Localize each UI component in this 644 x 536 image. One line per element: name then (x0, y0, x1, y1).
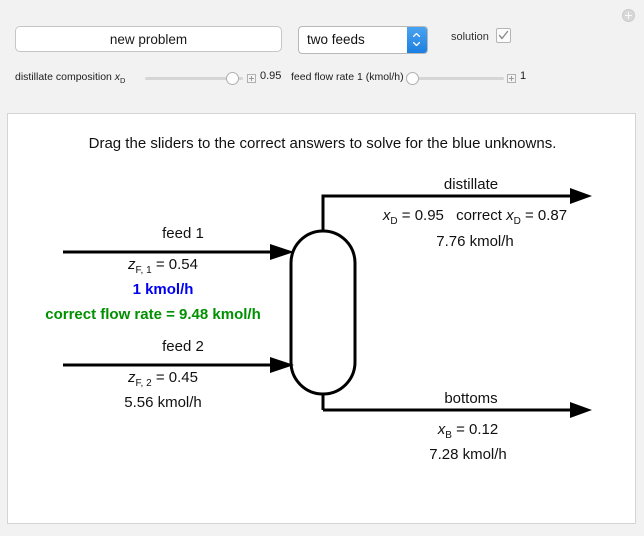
z-value: = 0.45 (151, 369, 198, 386)
diagram-svg (63, 188, 592, 418)
slider-distillate-composition[interactable]: distillate composition xD 0.95 (15, 70, 285, 88)
new-problem-button[interactable]: new problem (15, 26, 282, 52)
slider-track[interactable] (409, 77, 504, 80)
slider-label-text: feed flow rate 1 (kmol/h) (291, 71, 404, 83)
column-top-riser (321, 194, 326, 231)
distillate-xd-unknown: xD = 0.95 (382, 207, 444, 227)
check-icon (498, 30, 509, 40)
slider-expand-icon[interactable] (247, 74, 256, 83)
distillate-arrowhead (570, 188, 592, 204)
feed2-composition: zF, 2 = 0.45 (128, 369, 198, 389)
bottoms-composition: xB = 0.12 (438, 421, 498, 441)
slider-expand-icon[interactable] (507, 74, 516, 83)
slider-value: 1 (520, 70, 527, 82)
feeds-select-value: two feeds (307, 32, 365, 47)
x-var: x (437, 421, 446, 438)
x-value: = 0.12 (451, 421, 499, 438)
feed1-arrowhead (270, 244, 294, 260)
slider-thumb[interactable] (406, 72, 419, 85)
feed1-composition: zF, 1 = 0.54 (128, 256, 198, 276)
feed2-arrowhead (270, 357, 294, 373)
distillate-flow: 7.76 kmol/h (436, 233, 514, 250)
slider-label-feed-flow-rate-1: feed flow rate 1 (kmol/h) (291, 71, 404, 83)
slider-value: 0.95 (260, 70, 282, 82)
distillate-title: distillate (443, 176, 499, 193)
controls-row: new problem two feeds solution (0, 26, 644, 58)
slider-label-sub: D (120, 76, 126, 86)
slider-track[interactable] (145, 77, 243, 80)
bottoms-flow: 7.28 kmol/h (429, 446, 507, 463)
slider-feed-flow-rate-1[interactable]: feed flow rate 1 (kmol/h) 1 (291, 70, 571, 88)
xd-correct-var: x (506, 207, 514, 224)
xd-correct-sub: D (513, 216, 521, 227)
spinner-updown-icon[interactable] (407, 27, 427, 53)
slider-label-var: x (114, 71, 121, 83)
feeds-select[interactable]: two feeds (298, 26, 428, 54)
feed1-flow-correct: correct flow rate = 9.48 kmol/h (45, 306, 261, 323)
distillate-xd-row: xD = 0.95 correct xD = 0.87 (383, 207, 567, 227)
slider-thumb[interactable] (226, 72, 239, 85)
distillation-diagram (8, 114, 635, 523)
z-value: = 0.54 (151, 256, 198, 273)
feed1-flow-unknown: 1 kmol/h (132, 281, 194, 298)
add-snapshot-icon[interactable] (622, 9, 635, 22)
z-var: z (128, 256, 136, 273)
distillate-xd-correct: correct xD = 0.87 (456, 207, 568, 227)
bottoms-arrowhead (570, 402, 592, 418)
chevron-up-icon[interactable] (413, 33, 420, 37)
xd-correct-value: = 0.87 (520, 207, 568, 224)
correct-prefix: correct (456, 207, 507, 224)
chevron-down-icon[interactable] (413, 42, 420, 46)
column-vessel (289, 229, 357, 396)
z-var: z (128, 369, 136, 386)
main-panel: Drag the sliders to the correct answers … (7, 113, 636, 524)
slider-label-text: distillate composition (15, 71, 115, 83)
x-sub: B (445, 430, 452, 441)
xd-sub: D (390, 216, 398, 227)
slider-label-distillate-composition: distillate composition xD (15, 71, 125, 85)
z-sub: F, 2 (135, 378, 152, 389)
feed1-title: feed 1 (162, 225, 204, 242)
instruction-text: Drag the sliders to the correct answers … (88, 135, 557, 152)
xd-value: = 0.95 (397, 207, 444, 224)
solution-label: solution (451, 31, 489, 43)
xd-var: x (382, 207, 391, 224)
solution-checkbox[interactable] (496, 28, 511, 43)
feed2-title: feed 2 (162, 338, 204, 355)
feed2-flow: 5.56 kmol/h (124, 394, 202, 411)
z-sub: F, 1 (135, 265, 152, 276)
bottoms-title: bottoms (444, 390, 498, 407)
